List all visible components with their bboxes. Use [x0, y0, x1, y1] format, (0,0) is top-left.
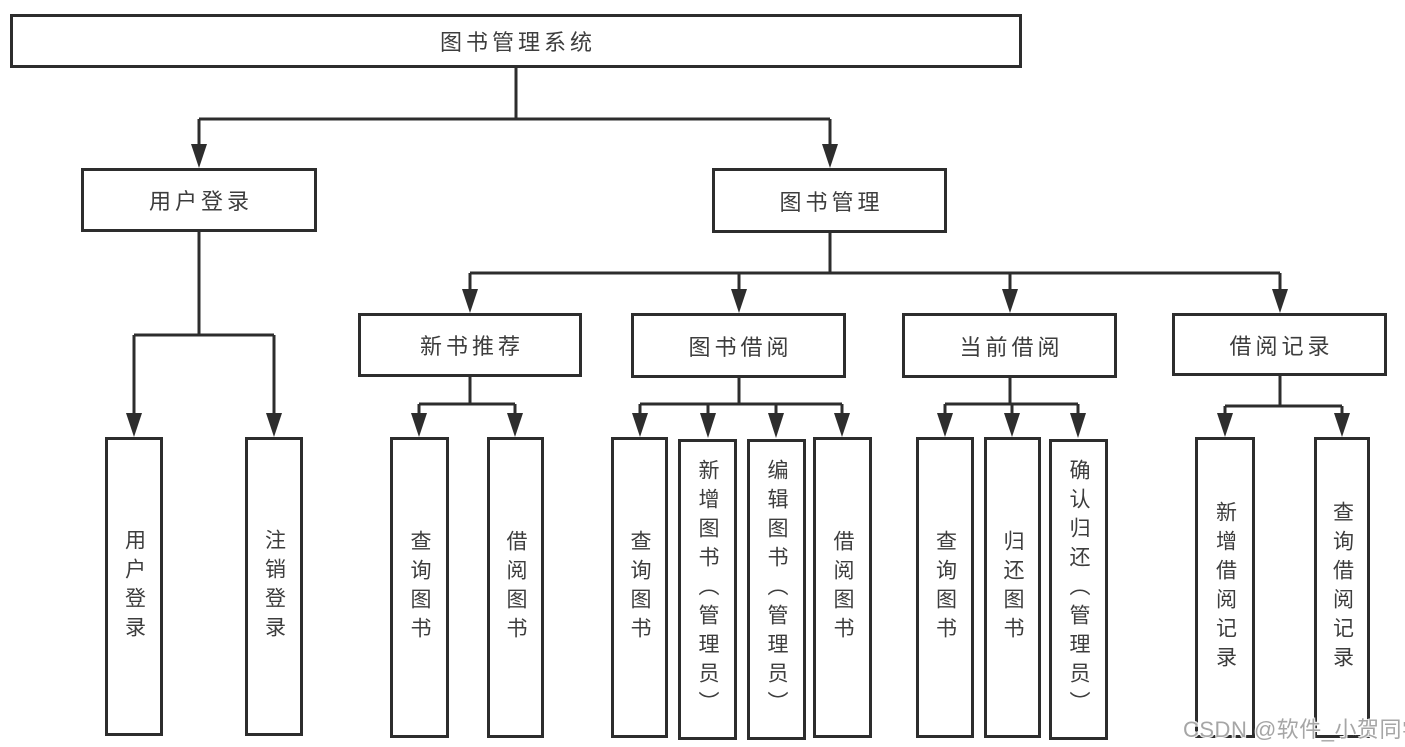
leaf-logout-login: 注销登录 [245, 437, 303, 736]
node-book-borrowing: 图书借阅 [631, 313, 846, 378]
node-library-system: 图书管理系统 [10, 14, 1022, 68]
leaf-label: 新增图书（管理员） [696, 459, 719, 720]
leaf-add-borrow-record: 新增借阅记录 [1195, 437, 1255, 738]
leaf-label: 用户登录 [122, 528, 146, 645]
leaf-label: 编辑图书（管理员） [765, 459, 788, 720]
leaf-label: 查询图书 [628, 529, 651, 646]
node-current-borrowing: 当前借阅 [902, 313, 1117, 378]
leaf-label: 查询图书 [933, 529, 957, 646]
leaf-label: 借阅图书 [504, 529, 527, 646]
arrowhead-icons [126, 144, 1350, 438]
leaf-confirm-return-admin: 确认归还（管理员） [1049, 439, 1108, 740]
leaf-query-borrow-record: 查询借阅记录 [1314, 437, 1370, 738]
leaf-borrow-books-recommend: 借阅图书 [487, 437, 544, 738]
leaf-label: 借阅图书 [831, 529, 854, 646]
leaf-user-login: 用户登录 [105, 437, 163, 736]
node-borrow-records: 借阅记录 [1172, 313, 1387, 376]
node-new-book-recommend: 新书推荐 [358, 313, 582, 377]
leaf-edit-book-admin: 编辑图书（管理员） [747, 439, 806, 740]
node-user-login: 用户登录 [81, 168, 317, 232]
leaf-add-book-admin: 新增图书（管理员） [678, 439, 737, 740]
leaf-return-book: 归还图书 [984, 437, 1041, 738]
leaf-query-books-current: 查询图书 [916, 437, 974, 738]
leaf-label: 归还图书 [1001, 529, 1024, 646]
leaf-borrow-books: 借阅图书 [813, 437, 872, 738]
leaf-query-books-recommend: 查询图书 [390, 437, 449, 738]
leaf-label: 确认归还（管理员） [1067, 459, 1090, 720]
watermark-text: CSDN @软件_小贺同学 [1183, 717, 1405, 742]
leaf-label: 查询图书 [408, 529, 431, 646]
leaf-label: 新增借阅记录 [1213, 500, 1237, 675]
leaf-label: 查询借阅记录 [1330, 500, 1354, 675]
node-book-management: 图书管理 [712, 168, 947, 233]
leaf-query-books-borrow: 查询图书 [611, 437, 668, 738]
leaf-label: 注销登录 [262, 528, 286, 645]
